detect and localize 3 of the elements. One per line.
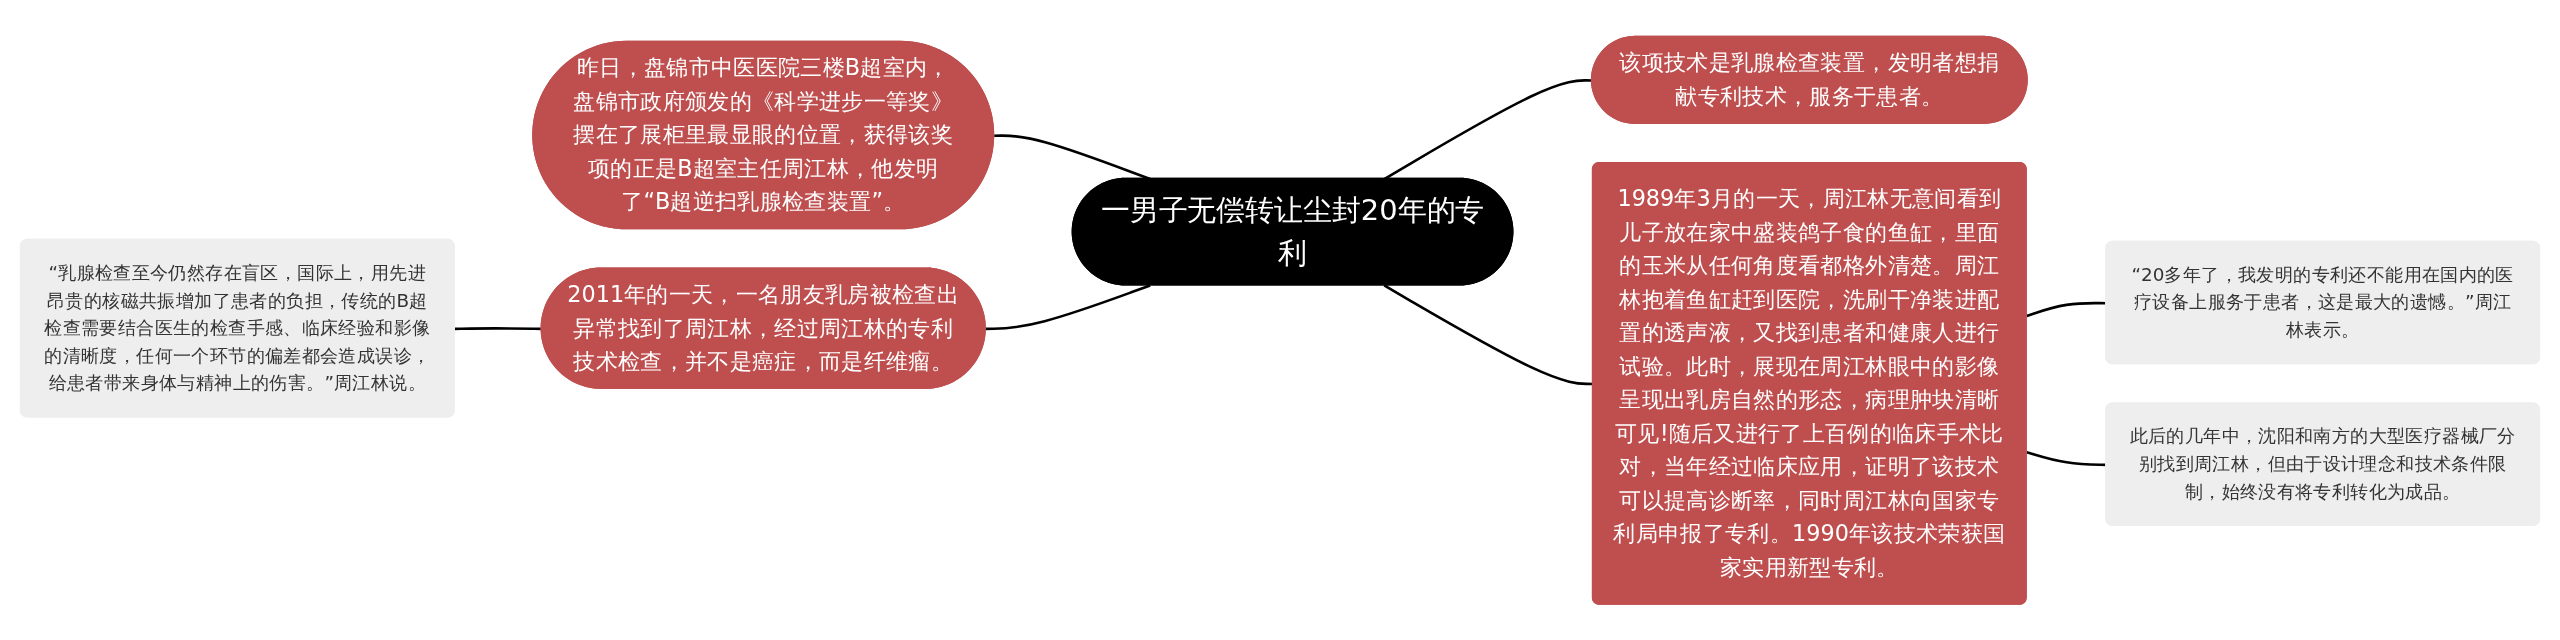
- connector: [985, 283, 1151, 330]
- connector: [454, 326, 542, 330]
- connector: [994, 133, 1151, 180]
